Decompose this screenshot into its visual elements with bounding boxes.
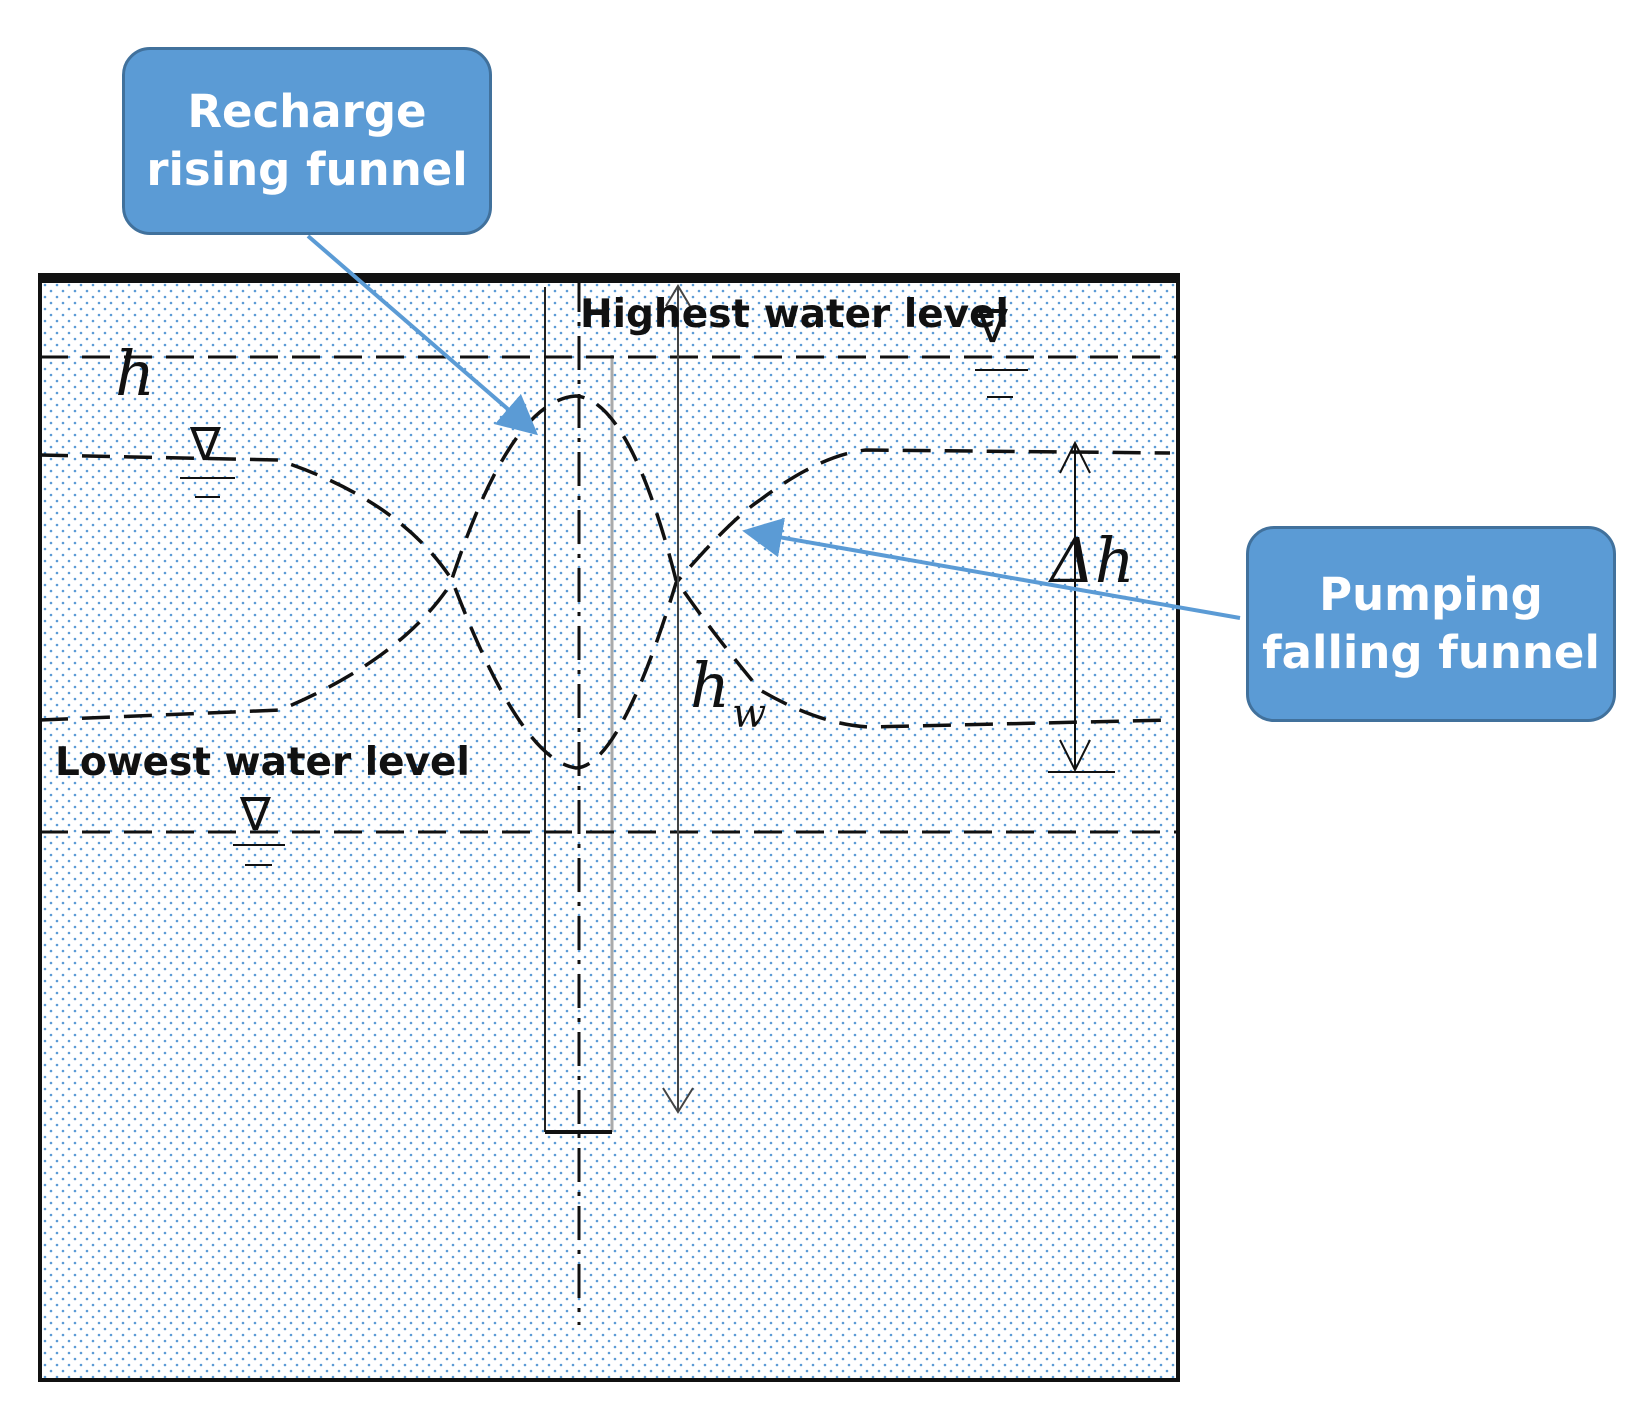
pumping-pointer-arrow bbox=[742, 517, 1241, 620]
recharge-callout: Recharge rising funnel bbox=[122, 47, 492, 235]
recharge-pointer-arrow bbox=[306, 234, 539, 436]
hw-label: h w bbox=[690, 649, 766, 737]
water-level-symbol-lowest: ∇ bbox=[233, 787, 285, 866]
recharge-callout-line2: rising funnel bbox=[146, 143, 468, 196]
recharge-callout-line1: Recharge bbox=[187, 85, 427, 138]
highest-water-level-label: Highest water level bbox=[580, 292, 1009, 337]
pumping-falling-curve bbox=[39, 448, 1171, 770]
svg-text:h: h bbox=[690, 649, 730, 722]
svg-text:w: w bbox=[732, 691, 766, 737]
lowest-water-level-label: Lowest water level bbox=[55, 740, 470, 785]
pumping-callout-line1: Pumping bbox=[1319, 568, 1543, 621]
svg-text:∇: ∇ bbox=[976, 299, 1008, 353]
pumping-callout-line2: falling funnel bbox=[1262, 626, 1600, 679]
water-level-symbol-left: ∇ bbox=[180, 417, 235, 498]
svg-text:∇: ∇ bbox=[239, 787, 271, 841]
recharge-rising-curve bbox=[39, 394, 1171, 729]
aquifer-fill bbox=[40, 278, 1178, 1380]
svg-text:∇: ∇ bbox=[189, 417, 221, 471]
water-level-symbol-highest: ∇ bbox=[975, 299, 1028, 398]
hw-arrow-top bbox=[665, 284, 691, 307]
delta-h-arrow-top bbox=[1059, 440, 1091, 474]
h-label: h bbox=[115, 337, 155, 410]
hw-arrow-bottom bbox=[662, 1087, 694, 1114]
delta-h-arrow-bottom bbox=[1059, 739, 1091, 773]
pumping-callout: Pumping falling funnel bbox=[1246, 526, 1616, 722]
